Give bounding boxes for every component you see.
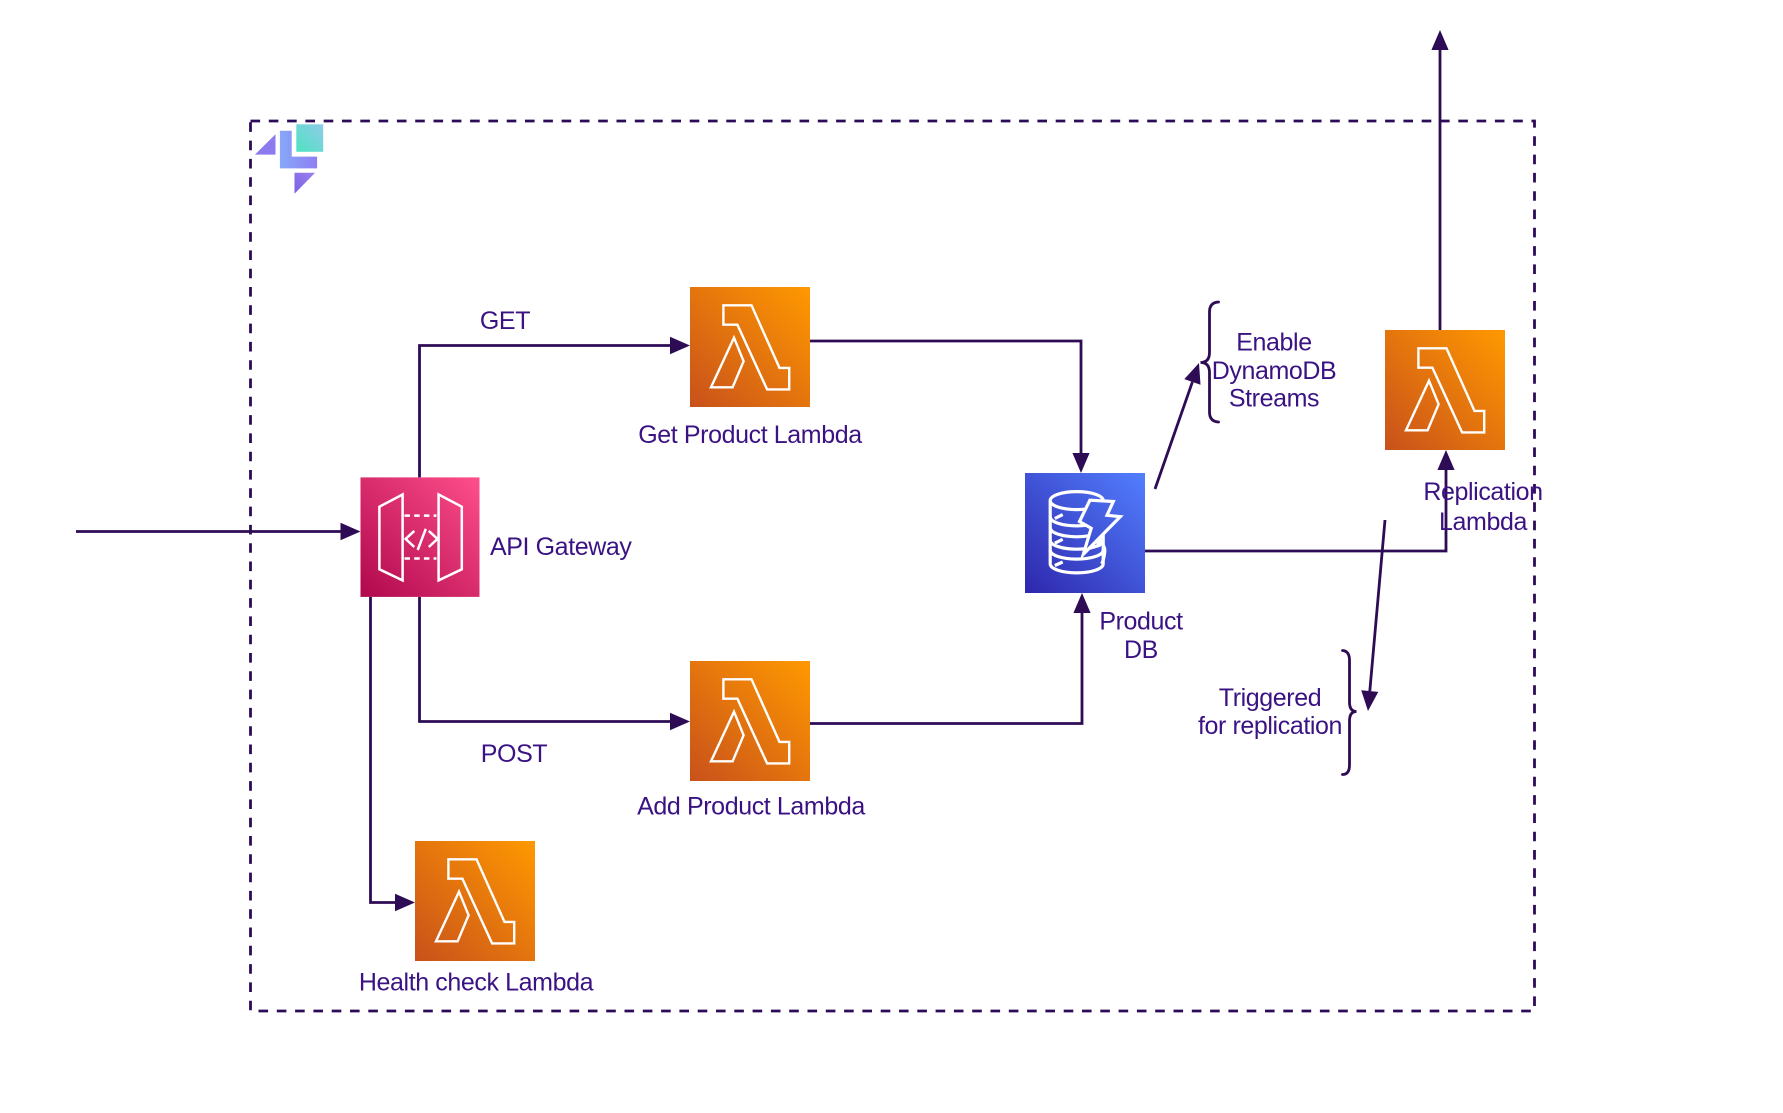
svg-text:GET: GET — [480, 307, 530, 335]
svg-text:DynamoDB: DynamoDB — [1212, 357, 1337, 385]
svg-text:Lambda: Lambda — [1439, 508, 1527, 536]
svg-text:Product: Product — [1099, 608, 1183, 636]
svg-text:for replication: for replication — [1198, 712, 1342, 740]
svg-text:Enable: Enable — [1236, 329, 1311, 357]
svg-text:Health check Lambda: Health check Lambda — [359, 969, 594, 997]
svg-text:Streams: Streams — [1229, 385, 1319, 413]
svg-text:POST: POST — [481, 740, 548, 768]
svg-text:DB: DB — [1124, 636, 1158, 664]
svg-text:Get Product Lambda: Get Product Lambda — [638, 421, 862, 449]
svg-text:Triggered: Triggered — [1219, 684, 1321, 712]
svg-text:Replication: Replication — [1423, 478, 1542, 506]
svg-text:Add Product Lambda: Add Product Lambda — [637, 793, 865, 821]
svg-text:API Gateway: API Gateway — [490, 533, 632, 561]
